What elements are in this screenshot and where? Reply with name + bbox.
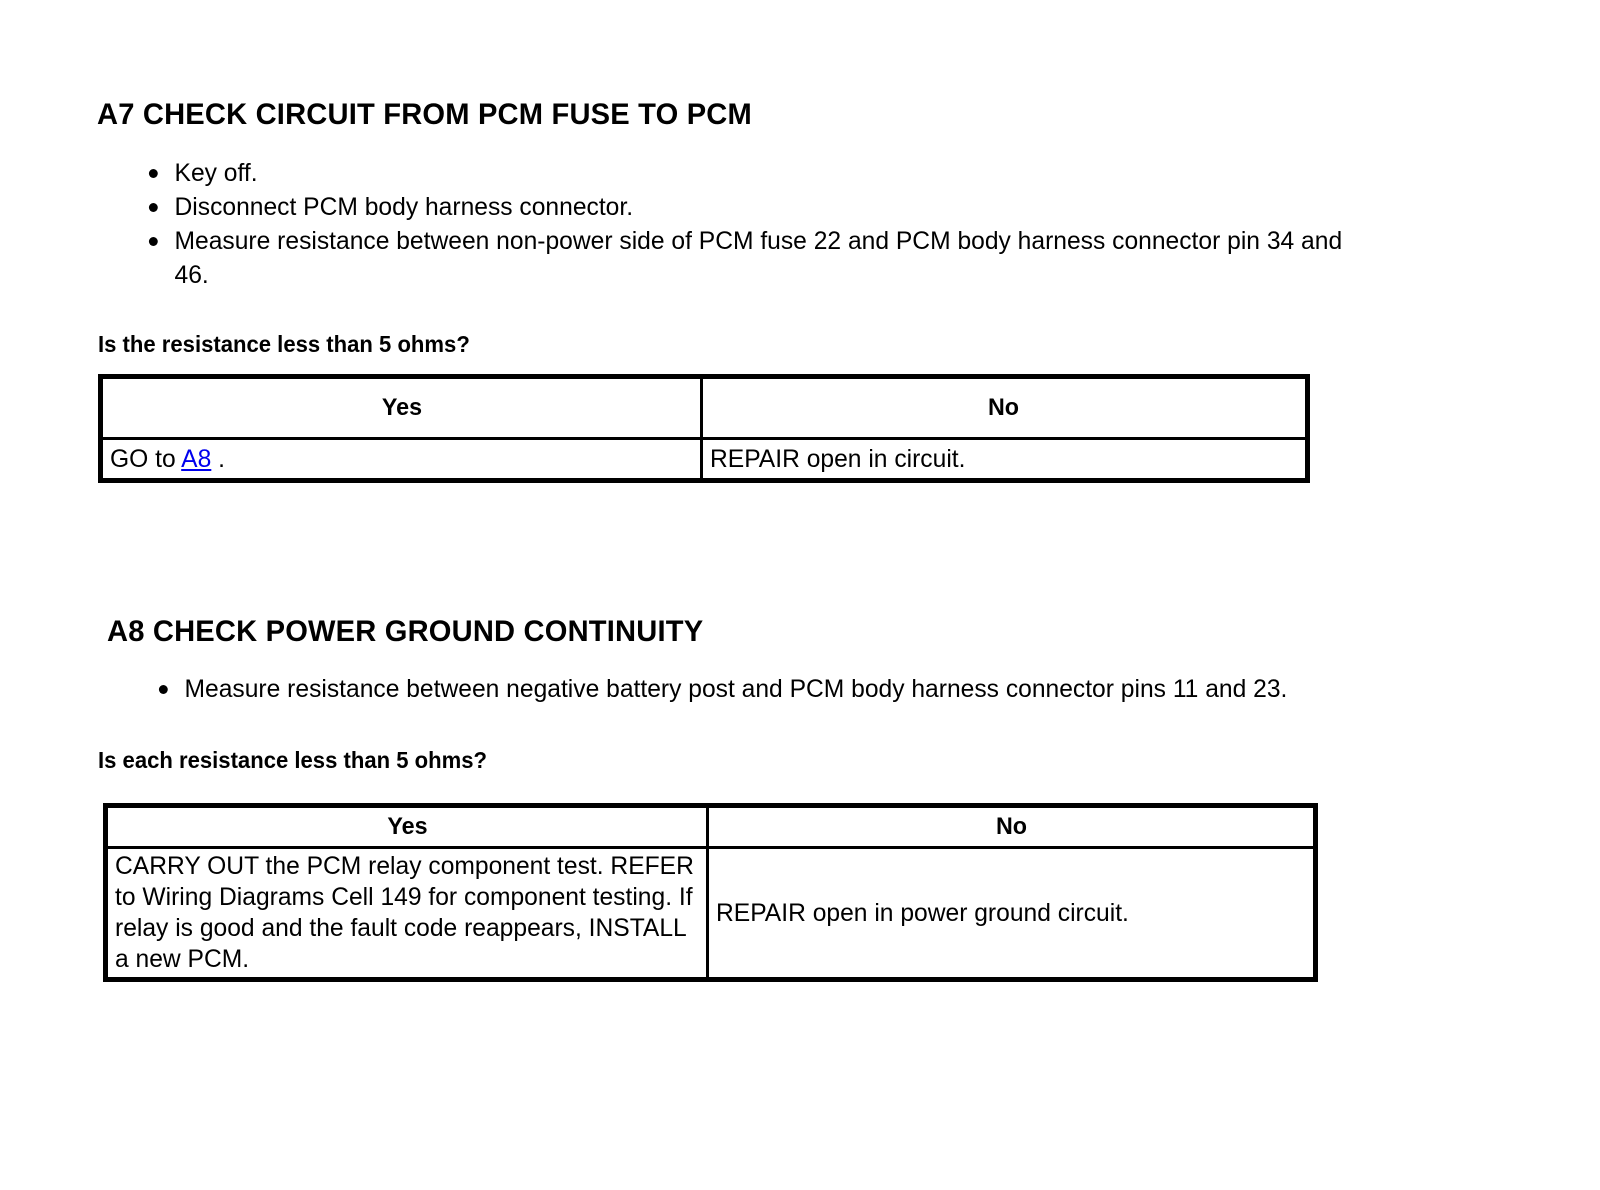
- cell-yes-text: GO to A8 .: [110, 444, 691, 474]
- question-a8: Is each resistance less than 5 ohms?: [98, 747, 488, 773]
- column-header-yes: Yes: [113, 804, 700, 849]
- column-header-no: No: [709, 375, 1300, 440]
- bullet-dot-icon: [148, 203, 158, 212]
- table-header-row: Yes No: [101, 375, 1308, 440]
- link-a8[interactable]: A8: [181, 445, 212, 473]
- cell-no-action: REPAIR open in power ground circuit.: [706, 846, 1317, 981]
- list-item: Measure resistance between negative batt…: [153, 672, 1414, 706]
- list-item: Key off.: [143, 156, 1374, 190]
- list-item: Disconnect PCM body harness connector.: [143, 190, 1374, 224]
- cell-no-text: REPAIR open in power ground circuit.: [716, 899, 1129, 927]
- goto-suffix: .: [211, 445, 226, 473]
- list-item: Measure resistance between non-power sid…: [143, 224, 1374, 292]
- cell-yes-action: CARRY OUT the PCM relay component test. …: [104, 846, 709, 981]
- bullet-dot-icon: [158, 685, 168, 694]
- table-row: GO to A8 . REPAIR open in circuit.: [99, 437, 1310, 482]
- step-text: Key off.: [174, 159, 258, 187]
- decision-table-a7: Yes No GO to A8 . REPAIR open in circuit…: [98, 374, 1310, 483]
- cell-yes-action: GO to A8 .: [99, 437, 703, 482]
- step-text: Disconnect PCM body harness connector.: [174, 193, 634, 221]
- step-text: Measure resistance between negative batt…: [184, 675, 1288, 703]
- bullet-dot-icon: [148, 237, 158, 246]
- column-header-no: No: [715, 804, 1308, 849]
- decision-table-a8: Yes No CARRY OUT the PCM relay component…: [103, 803, 1318, 982]
- step-list-a7: Key off. Disconnect PCM body harness con…: [143, 156, 1393, 292]
- cell-no-text: REPAIR open in circuit.: [709, 445, 966, 473]
- goto-prefix: GO to: [110, 445, 182, 473]
- column-header-yes: Yes: [108, 375, 694, 440]
- table-row: CARRY OUT the PCM relay component test. …: [104, 846, 1317, 981]
- section-heading-a8: A8 CHECK POWER GROUND CONTINUITY: [107, 615, 704, 649]
- cell-no-action: REPAIR open in circuit.: [699, 437, 1310, 482]
- step-list-a8: Measure resistance between negative batt…: [153, 672, 1433, 706]
- step-text: Measure resistance between non-power sid…: [174, 227, 1343, 289]
- table-header-row: Yes No: [106, 804, 1316, 849]
- question-a7: Is the resistance less than 5 ohms?: [98, 331, 470, 357]
- cell-yes-text: CARRY OUT the PCM relay component test. …: [115, 852, 694, 973]
- bullet-dot-icon: [148, 169, 158, 178]
- section-heading-a7: A7 CHECK CIRCUIT FROM PCM FUSE TO PCM: [97, 98, 752, 132]
